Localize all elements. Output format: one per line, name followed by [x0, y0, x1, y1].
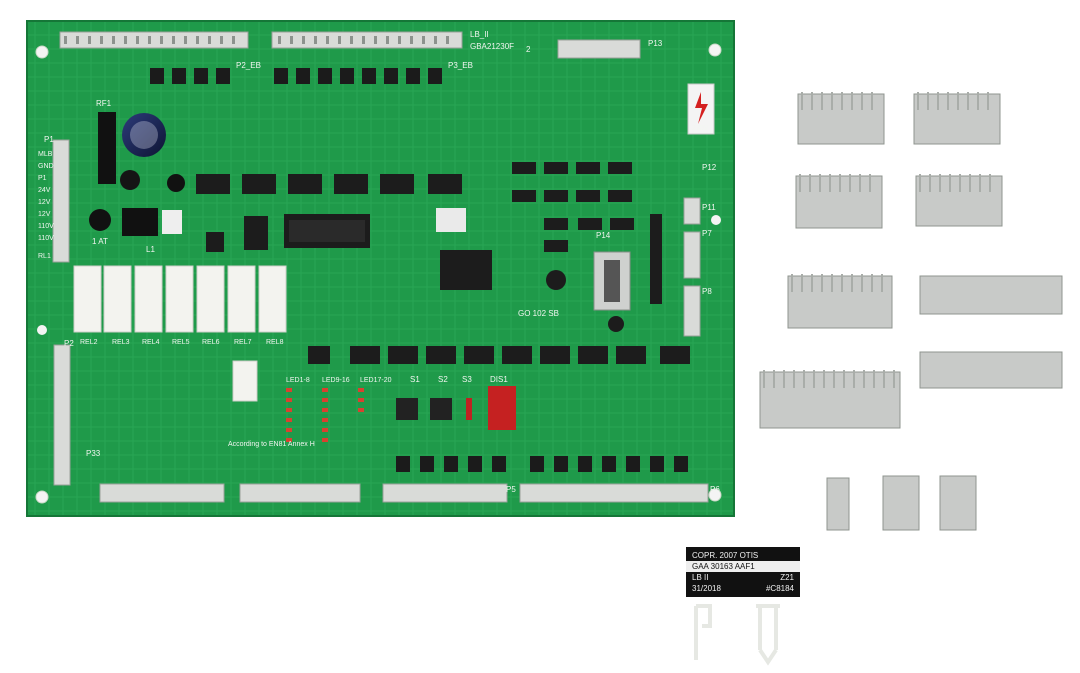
- led-group-2: LED9-16: [322, 377, 350, 384]
- header-p14: P14: [596, 231, 611, 240]
- rf-label: RF1: [96, 99, 112, 108]
- bottom-connectors: [99, 483, 709, 503]
- header-p1: P1: [44, 135, 54, 144]
- relay-label-5: REL5: [172, 339, 190, 346]
- side-label-1: GND: [38, 163, 54, 170]
- top-connectors: [59, 31, 641, 59]
- sticker-line-2: GAA 30163 AAF1: [686, 561, 800, 572]
- side-label-4: 12V: [38, 199, 51, 206]
- terminal-block-ridges: [763, 92, 991, 388]
- warning-badge: [687, 83, 715, 135]
- header-p3eb: P3_EB: [448, 61, 473, 70]
- header-p33: P33: [86, 449, 101, 458]
- switch-label-s2: S2: [438, 375, 448, 384]
- right-ic-cluster: [512, 162, 662, 332]
- header-p7: P7: [702, 229, 712, 238]
- side-label-3: 24V: [38, 187, 51, 194]
- header-p8: P8: [702, 287, 712, 296]
- transistor-row-top: [150, 68, 442, 84]
- according-label: According to EN81 Annex H: [228, 441, 315, 448]
- header-p5: P5: [506, 485, 516, 494]
- header-p11: P11: [702, 203, 716, 212]
- led-group-3: LED17-20: [360, 377, 392, 384]
- switch-label-s1: S1: [410, 375, 420, 384]
- sticker-line-4: 31/2018#C8184: [692, 584, 794, 593]
- display-label: DIS1: [490, 375, 508, 384]
- driver-ic-row: [308, 346, 690, 364]
- header-p2eb: P2_EB: [236, 61, 261, 70]
- side-label-2: P1: [38, 175, 47, 182]
- side-label-0: MLB: [38, 151, 53, 158]
- switch-block: [396, 386, 516, 430]
- side-label-8: RL1: [38, 253, 51, 260]
- power-section: [89, 112, 185, 236]
- side-label-7: 110V: [38, 235, 54, 242]
- l1-label: L1: [146, 245, 155, 254]
- header-p13: P13: [648, 39, 663, 48]
- relay-bank: [73, 265, 287, 402]
- top-connector-pins: [64, 36, 449, 44]
- plastic-clips: [694, 604, 780, 666]
- relay-label-3: REL3: [112, 339, 130, 346]
- side-label-6: 110V: [38, 223, 54, 230]
- right-connectors: [683, 197, 701, 337]
- relay-label-6: REL6: [202, 339, 220, 346]
- board-text: LB_II GBA21230F 2 GO 102 SB 230V RF1 L1 …: [38, 30, 720, 494]
- voltage-badge: 230V: [692, 125, 709, 132]
- left-connector-p1: [52, 139, 71, 486]
- crystal: [436, 208, 466, 232]
- led-strips: [286, 388, 364, 442]
- relay-label-2: REL2: [80, 339, 98, 346]
- db9-connector: [593, 251, 631, 311]
- header-p2: P2: [64, 339, 74, 348]
- chip-label: GO 102 SB: [518, 309, 559, 318]
- ay-label: 1 AT: [92, 237, 108, 246]
- led-group-1: LED1-8: [286, 377, 310, 384]
- board-code-label: GBA21230F: [470, 42, 514, 51]
- board-id-label: LB_II: [470, 30, 489, 39]
- header-p12: P12: [702, 163, 717, 172]
- terminal-blocks: [759, 93, 1063, 531]
- header-p6: P6: [710, 485, 720, 494]
- switch-label-s3: S3: [462, 375, 472, 384]
- dip-socket: [289, 220, 365, 242]
- sticker-line-1: COPR. 2007 OTIS: [692, 551, 759, 560]
- transistor-row-bottom: [396, 456, 688, 472]
- relay-label-7: REL7: [234, 339, 252, 346]
- relay-label-4: REL4: [142, 339, 160, 346]
- relay-label-8: REL8: [266, 339, 284, 346]
- side-label-5: 12V: [38, 211, 51, 218]
- ribbon-value: 2: [526, 45, 531, 54]
